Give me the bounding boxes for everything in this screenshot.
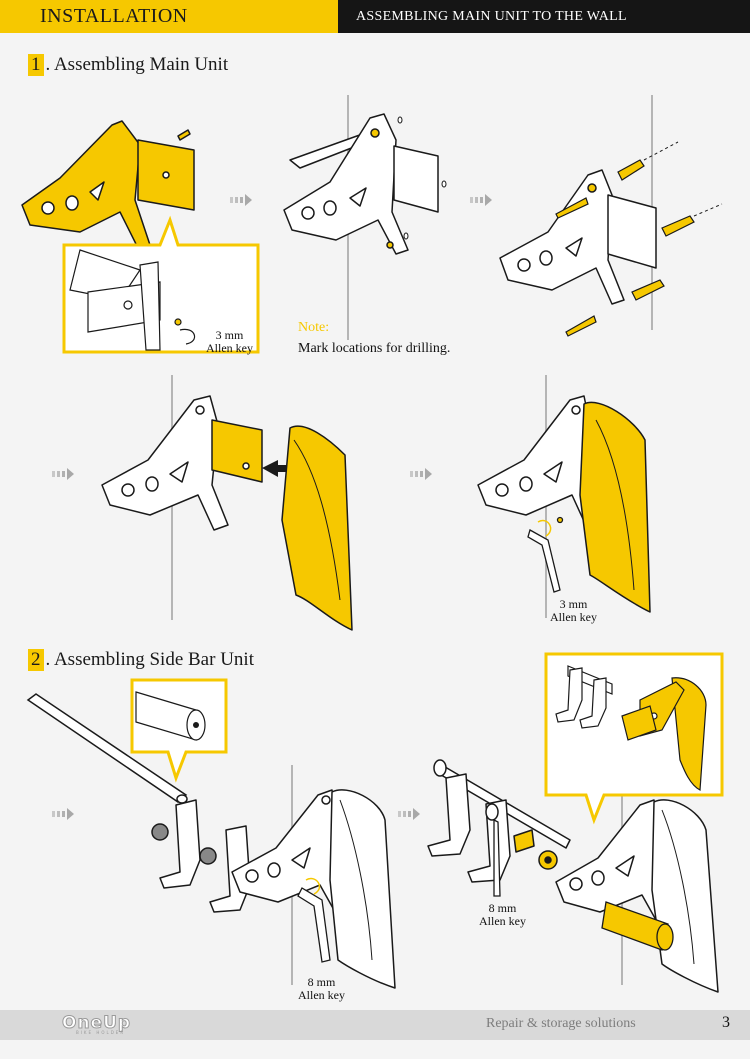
page-number: 3 xyxy=(722,1014,730,1032)
caption-line: Allen key xyxy=(206,342,253,355)
caption-3mm-allen-key-1: 3 mm Allen key xyxy=(206,329,253,355)
plug-guide-lines xyxy=(644,142,722,216)
brand-subtitle: BIKE HOLDER xyxy=(76,1030,125,1035)
step5-cover xyxy=(580,402,650,612)
step4-cover xyxy=(282,426,352,630)
step6-hooks xyxy=(152,800,250,912)
step4-plate xyxy=(212,420,262,482)
footer-tagline: Repair & storage solutions xyxy=(486,1016,636,1032)
note-title: Note: xyxy=(298,320,329,336)
caption-line: Allen key xyxy=(550,611,597,624)
caption-line: Allen key xyxy=(298,989,345,1002)
caption-line: Allen key xyxy=(479,915,526,928)
caption-8mm-allen-key-1: 8 mm Allen key xyxy=(298,976,345,1002)
step6-bracket xyxy=(232,790,395,988)
zoom-callout-icon xyxy=(132,680,226,778)
zoom-callout-icon xyxy=(546,654,722,820)
caption-3mm-allen-key-2: 3 mm Allen key xyxy=(550,598,597,624)
step3-bracket xyxy=(500,170,656,304)
step7-bracket xyxy=(556,800,718,992)
note-text: Mark locations for drilling. xyxy=(298,341,450,357)
caption-8mm-allen-key-2: 8 mm Allen key xyxy=(479,902,526,928)
step2-bracket xyxy=(284,114,438,254)
step4-bracket xyxy=(102,396,228,530)
